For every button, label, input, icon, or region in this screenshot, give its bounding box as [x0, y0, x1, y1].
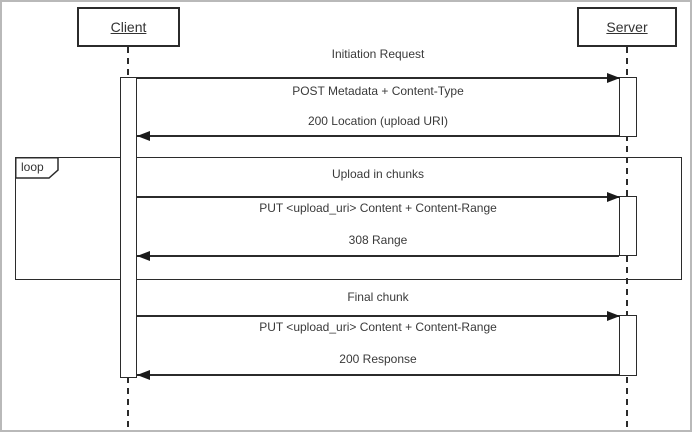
loop-fragment-tag: loop — [15, 157, 59, 179]
section-title-upload-in-chunks: Upload in chunks — [331, 167, 425, 181]
message-label-put-chunk: PUT <upload_uri> Content + Content-Range — [259, 201, 497, 215]
loop-fragment-label: loop — [21, 160, 44, 174]
server-activation-bar-loop — [619, 196, 637, 256]
actor-client-box: Client — [77, 7, 180, 47]
arrowhead-right-icon — [607, 192, 620, 202]
arrowhead-right-icon — [607, 73, 620, 83]
message-label-post-metadata: POST Metadata + Content-Type — [292, 84, 464, 98]
message-label-put-final-chunk: PUT <upload_uri> Content + Content-Range — [259, 320, 497, 334]
loop-pentagon-icon — [15, 157, 59, 179]
message-line-200-response — [137, 374, 619, 376]
message-line-put-chunk — [137, 196, 619, 198]
message-line-post-metadata — [137, 77, 619, 79]
message-line-put-final-chunk — [137, 315, 619, 317]
message-line-200-location — [137, 135, 619, 137]
section-title-final-chunk: Final chunk — [347, 290, 409, 304]
actor-client-label: Client — [110, 19, 147, 35]
loop-fragment-frame — [15, 157, 682, 280]
actor-server-box: Server — [577, 7, 677, 47]
section-title-initiation: Initiation Request — [331, 47, 425, 61]
message-label-308-range: 308 Range — [348, 233, 408, 247]
arrowhead-left-icon — [137, 251, 150, 261]
message-label-200-location: 200 Location (upload URI) — [307, 114, 449, 128]
server-activation-bar-final — [619, 315, 637, 376]
arrowhead-left-icon — [137, 131, 150, 141]
message-line-308-range — [137, 255, 619, 257]
actor-server-label: Server — [606, 19, 648, 35]
arrowhead-left-icon — [137, 370, 150, 380]
message-label-200-response: 200 Response — [339, 352, 417, 366]
arrowhead-right-icon — [607, 311, 620, 321]
client-activation-bar — [120, 77, 137, 378]
server-activation-bar-initiation — [619, 77, 637, 137]
